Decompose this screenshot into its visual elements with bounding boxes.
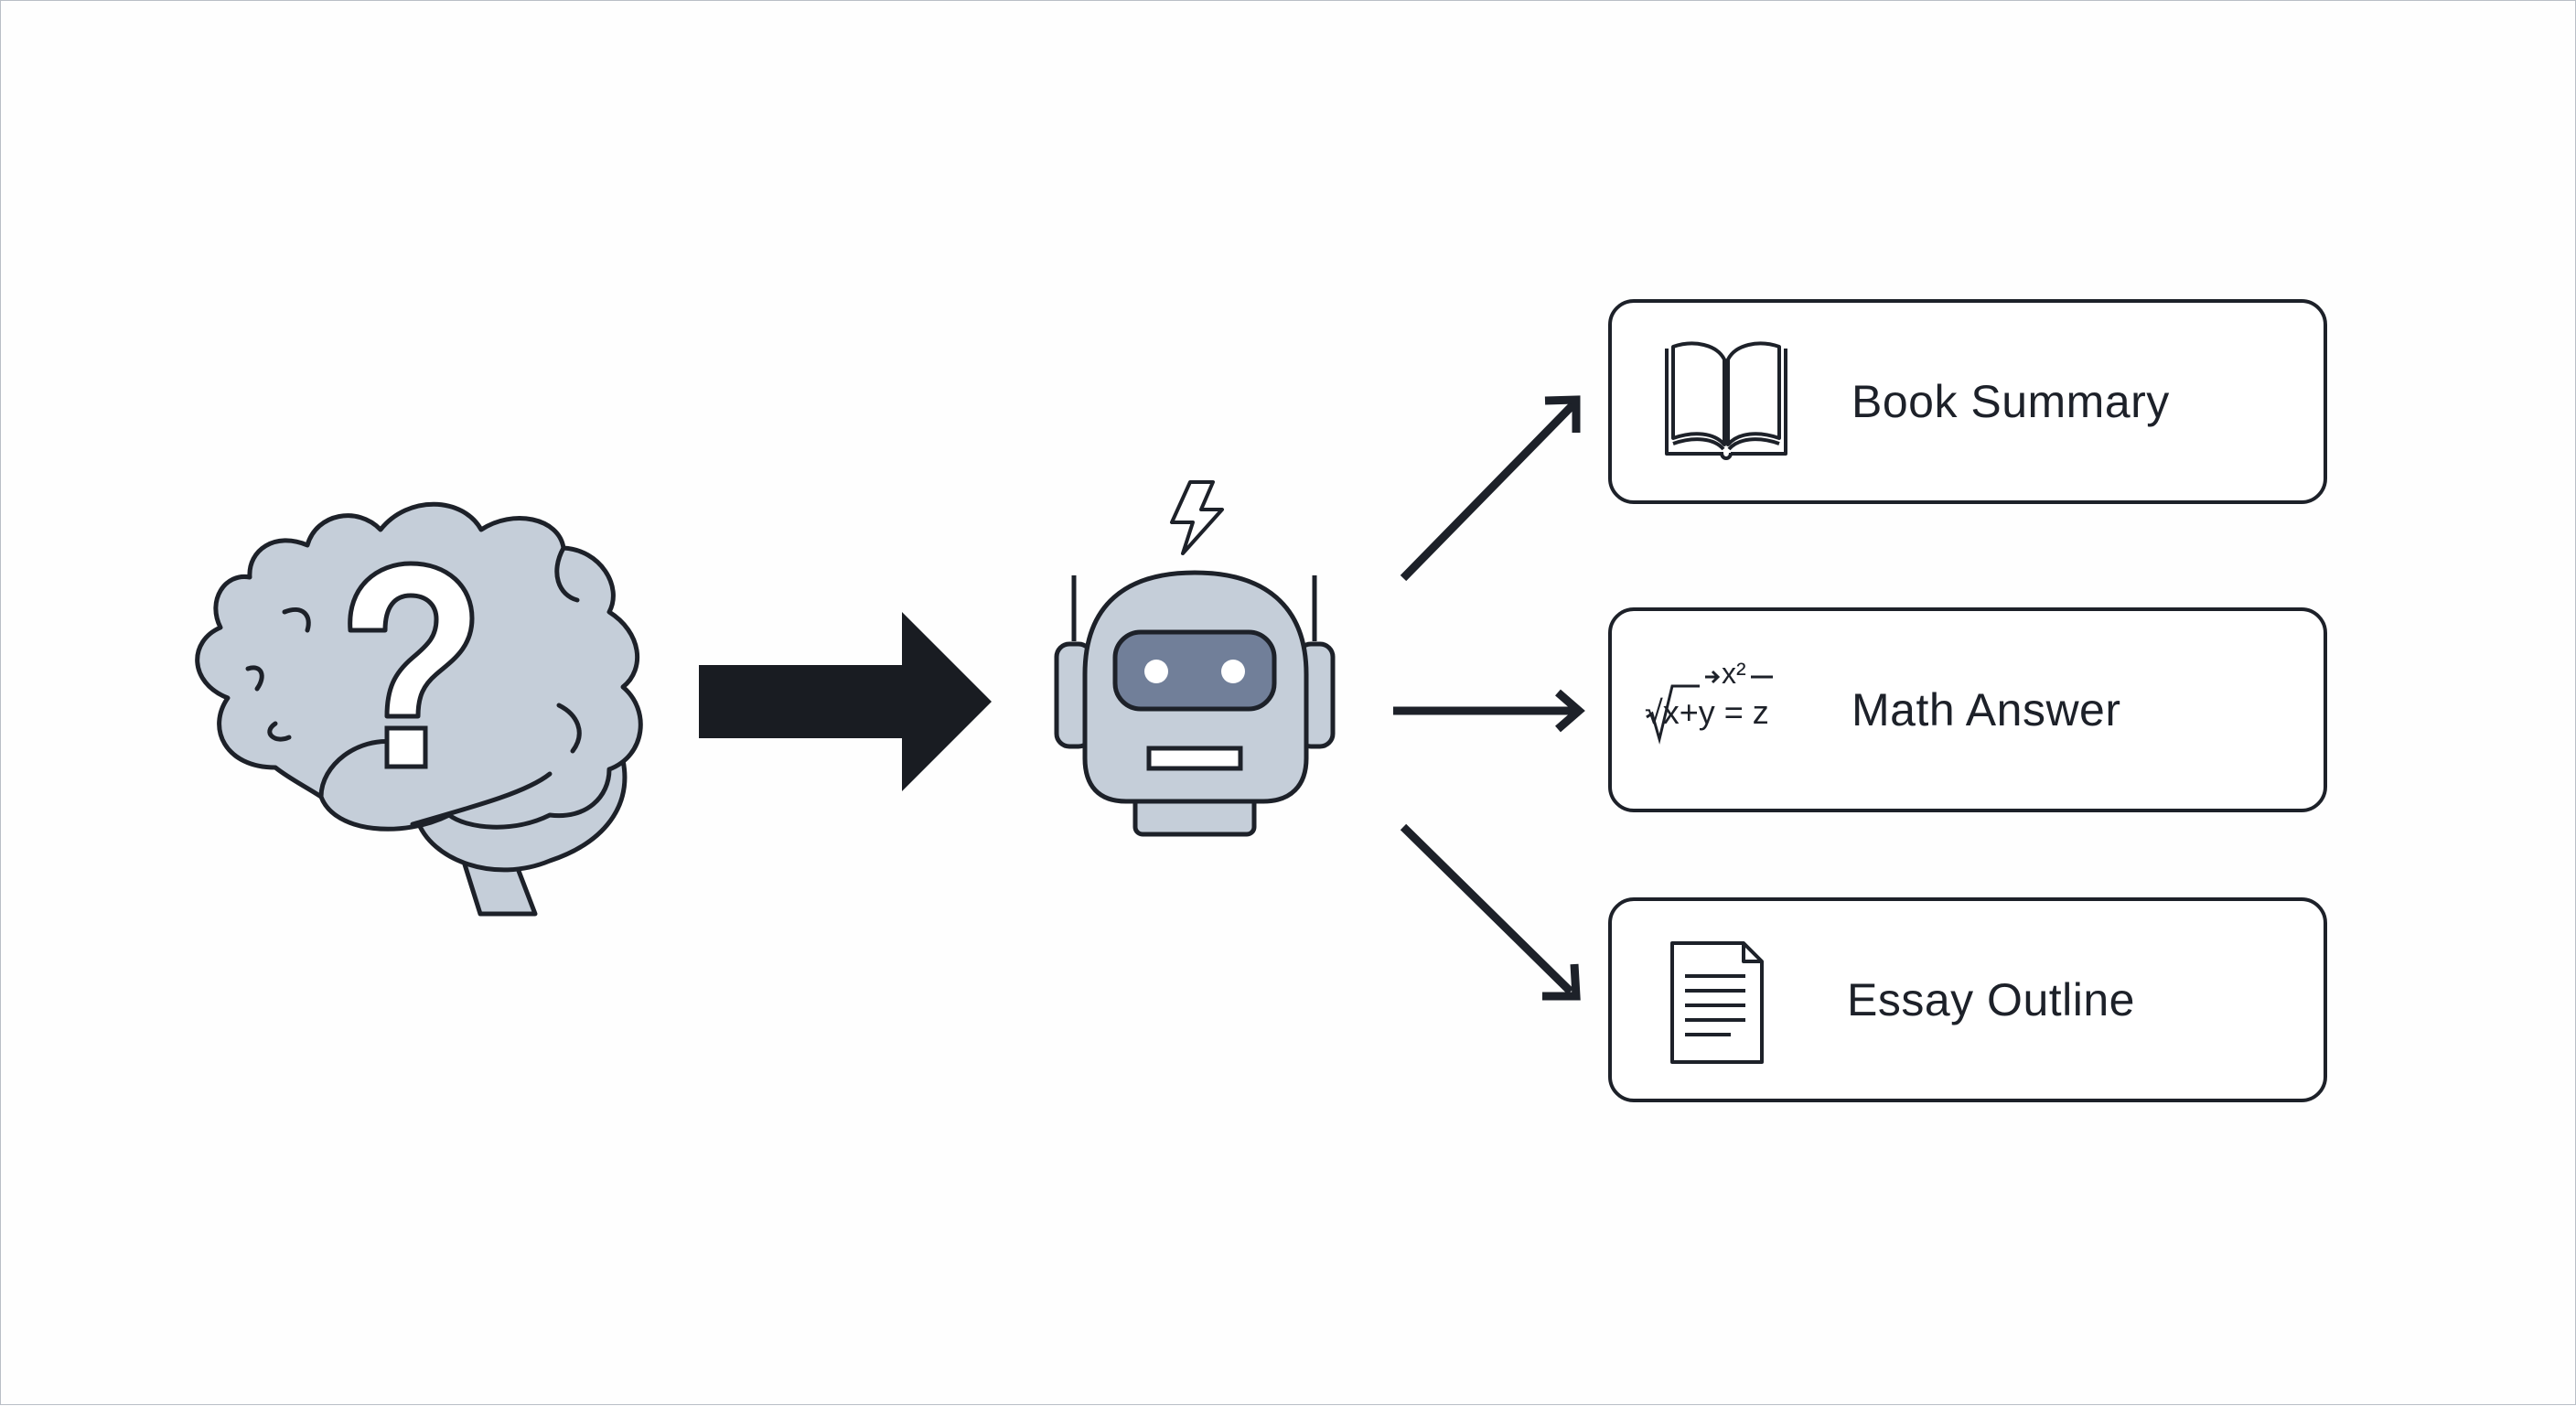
- output-label-book-summary: Book Summary: [1852, 376, 2170, 427]
- output-box-essay-outline: Essay Outline: [1608, 897, 2327, 1102]
- robot-icon: [1054, 480, 1336, 837]
- brain-question-icon: [195, 501, 643, 917]
- lightning-icon: [1170, 480, 1224, 555]
- open-book-icon: [1665, 341, 1787, 460]
- formula-main: √x+y = z: [1645, 693, 1769, 731]
- arrow-to-math-answer: [1393, 689, 1585, 733]
- output-label-essay-outline: Essay Outline: [1847, 974, 2135, 1025]
- output-box-book-summary: Book Summary: [1608, 299, 2327, 504]
- arrow-to-essay-outline: [1400, 823, 1581, 1001]
- output-label-math-answer: Math Answer: [1852, 684, 2121, 735]
- arrow-to-book-summary: [1400, 395, 1581, 582]
- math-formula-icon: x² √x+y = z: [1645, 657, 1809, 767]
- formula-superscript: x²: [1722, 657, 1746, 690]
- output-box-math-answer: x² √x+y = z Math Answer: [1608, 607, 2327, 812]
- document-icon: [1670, 941, 1764, 1064]
- output-arrows: [1393, 395, 1585, 1001]
- main-flow-arrow: [699, 612, 992, 791]
